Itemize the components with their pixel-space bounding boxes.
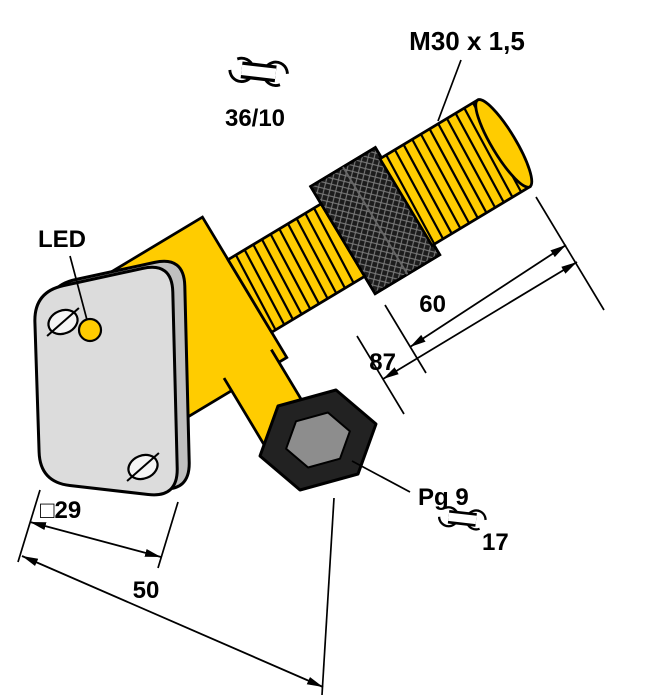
thread-size-label: M30 x 1,5 — [409, 26, 525, 56]
dimension-line-29 — [29, 521, 162, 558]
extension-line-flange-left — [17, 489, 41, 563]
wrench-icon-bottom — [431, 503, 493, 534]
mounting-hole-top — [46, 307, 80, 337]
led-indicator — [77, 317, 103, 343]
extension-line-housing-front — [356, 335, 405, 415]
hole-slash-line — [126, 452, 160, 482]
wrench-icon-top — [220, 53, 297, 91]
dimension-line-50 — [21, 555, 324, 688]
thread-end-cap — [474, 98, 534, 189]
extension-line-gland-axis — [321, 497, 335, 696]
dimension-50-label: 50 — [133, 577, 160, 604]
dimension-87-label: 87 — [369, 349, 396, 376]
cable-gland-label: Pg 9 — [418, 484, 469, 511]
thread-lines — [234, 207, 355, 331]
mounting-hole-bottom — [126, 452, 160, 482]
hole-slash-line — [46, 307, 80, 337]
dimension-29-label: □29 — [40, 497, 81, 524]
dimension-60-label: 60 — [419, 291, 446, 318]
wrench-size-top-label: 36/10 — [225, 105, 285, 132]
led-leader-line — [69, 255, 88, 321]
dimension-line-87 — [382, 261, 578, 380]
wrench-size-bottom-label: 17 — [482, 529, 509, 556]
thread-size-leader-line — [437, 59, 462, 122]
extension-line-thread-end — [535, 196, 605, 311]
led-label: LED — [38, 226, 86, 253]
gland-face — [285, 411, 351, 469]
lock-nut-divider — [342, 166, 409, 275]
gland-leader-line — [351, 460, 411, 493]
